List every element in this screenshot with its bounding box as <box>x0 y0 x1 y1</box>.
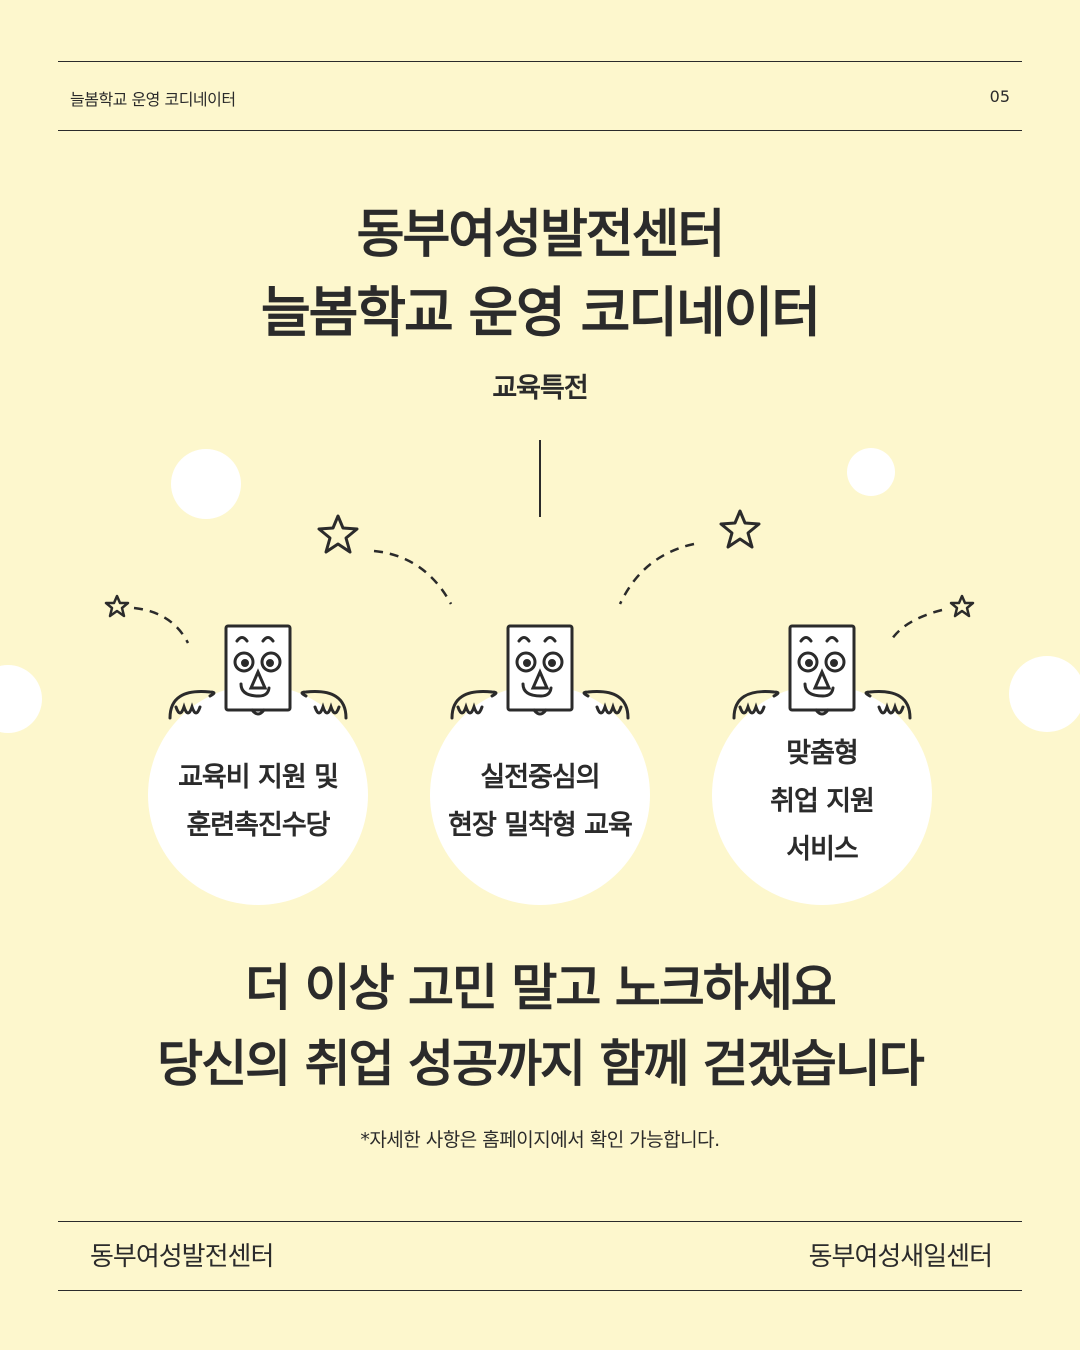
benefit-1-line2: 훈련촉진수당 <box>186 810 330 841</box>
footer-center-right: 동부여성새일센터 <box>808 1242 993 1272</box>
bottom-rule-2 <box>58 1290 1022 1291</box>
footer-center-left: 동부여성발전센터 <box>90 1242 274 1272</box>
page-number: 05 <box>989 87 1010 106</box>
benefit-3-line2: 취업 지원 <box>770 786 875 817</box>
star-icon <box>317 514 359 554</box>
deco-dot <box>0 665 42 733</box>
benefit-3-line1: 맞춤형 <box>786 738 859 769</box>
door-character-icon <box>168 624 348 720</box>
top-rule-2 <box>58 130 1022 131</box>
benefit-3-text: 맞춤형 취업 지원 서비스 <box>712 730 932 874</box>
page-title-line1: 동부여성발전센터 <box>356 205 726 265</box>
benefit-2-text: 실전중심의 현장 밀착형 교육 <box>430 754 650 850</box>
door-character-icon <box>732 624 912 720</box>
benefit-bubble <box>430 685 650 905</box>
star-trail <box>133 542 943 644</box>
benefit-1-text: 교육비 지원 및 훈련촉진수당 <box>148 754 368 850</box>
top-rule-1 <box>58 61 1022 62</box>
door-character-icon <box>450 624 630 720</box>
star-icon <box>719 509 761 549</box>
bottom-rule-1 <box>58 1221 1022 1222</box>
header-label: 늘봄학교 운영 코디네이터 <box>70 90 236 109</box>
connector-line <box>539 440 541 517</box>
benefit-bubble <box>148 685 368 905</box>
section-subtitle: 교육특전 <box>492 373 588 404</box>
page-title-line2: 늘봄학교 운영 코디네이터 <box>260 281 821 344</box>
star-icon <box>949 594 975 618</box>
slogan-line2: 당신의 취업 성공까지 함께 걷겠습니다 <box>157 1035 925 1093</box>
deco-dot <box>171 449 241 519</box>
deco-dot <box>1009 656 1080 732</box>
benefit-bubble <box>712 685 932 905</box>
benefit-1-line1: 교육비 지원 및 <box>178 762 339 793</box>
star-icon <box>104 594 130 618</box>
deco-dot <box>847 448 895 496</box>
benefit-2-line2: 현장 밀착형 교육 <box>448 810 633 841</box>
slogan-line1: 더 이상 고민 말고 노크하세요 <box>245 959 837 1017</box>
benefit-3-line3: 서비스 <box>786 834 859 865</box>
footnote: *자세한 사항은 홈페이지에서 확인 가능합니다. <box>360 1129 720 1151</box>
benefit-2-line1: 실전중심의 <box>480 762 600 793</box>
